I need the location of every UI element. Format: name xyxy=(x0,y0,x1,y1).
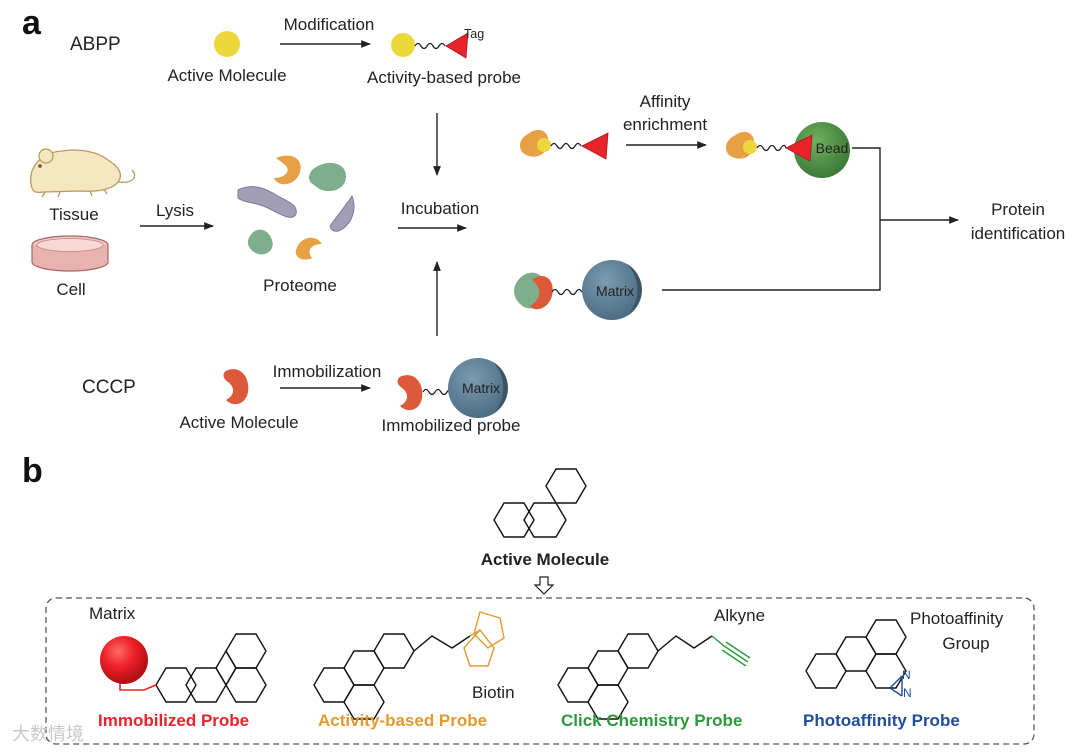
probe-bound-protein xyxy=(520,129,609,160)
diazirine-n-top: N xyxy=(902,668,911,682)
immobilization-label: Immobilization xyxy=(272,362,382,381)
proteome-label: Proteome xyxy=(263,276,337,295)
matrix-connector-line xyxy=(662,220,881,291)
immobilized-probe-graphic xyxy=(397,358,508,418)
cell-label: Cell xyxy=(56,280,86,299)
mouse-icon xyxy=(30,148,136,198)
active-molecule-title: Active Molecule xyxy=(480,550,610,569)
protein-identification-line2: identification xyxy=(970,224,1066,243)
activity-based-probe-title: Activity-based Probe xyxy=(318,711,488,730)
tag-label: Tag xyxy=(464,27,485,41)
bead-sphere xyxy=(794,122,850,178)
matrix-sphere xyxy=(582,260,642,320)
tissue-label: Tissue xyxy=(49,205,99,224)
proteome-graphic xyxy=(237,155,355,260)
immobilized-probe-structure xyxy=(100,633,267,703)
click-chemistry-probe-structure xyxy=(557,633,751,720)
diazirine-n-bottom: N xyxy=(903,686,912,700)
watermark: 大数情境 xyxy=(12,720,84,746)
affinity-label-line1: Affinity xyxy=(639,92,691,111)
activity-based-probe-structure xyxy=(313,611,505,720)
down-outline-arrow xyxy=(533,576,555,595)
matrix-bound-protein xyxy=(514,260,642,320)
tag-triangle xyxy=(445,32,469,59)
alkyne-label: Alkyne xyxy=(714,606,766,625)
probe-types-dashed-box xyxy=(45,597,1035,745)
immobilized-probe-label: Immobilized probe xyxy=(381,416,521,435)
immobilized-probe-title: Immobilized Probe xyxy=(98,711,250,730)
abpp-label: ABPP xyxy=(70,34,121,55)
photoaffinity-group-line1: Photoaffinity xyxy=(910,609,1004,628)
watermark-text: 大数情境 xyxy=(12,724,84,744)
bead-connector-line xyxy=(852,147,881,220)
incubation-label: Incubation xyxy=(400,199,480,218)
matrix-label-cccp: Matrix xyxy=(461,380,501,396)
cccp-label: CCCP xyxy=(82,377,136,398)
cccp-active-molecule-label: Active Molecule xyxy=(179,413,299,432)
protein-identification-line1: Protein xyxy=(991,200,1045,219)
petri-dish-icon xyxy=(31,235,109,272)
matrix-red-ball xyxy=(100,636,148,684)
photoaffinity-probe-structure xyxy=(805,619,907,697)
click-chemistry-probe-title: Click Chemistry Probe xyxy=(561,711,743,730)
photoaffinity-probe-title: Photoaffinity Probe xyxy=(803,711,960,730)
active-molecule-red xyxy=(223,369,249,405)
matrix-label-center: Matrix xyxy=(595,283,635,299)
activity-based-probe-graphic xyxy=(391,32,469,59)
lysis-label: Lysis xyxy=(155,201,195,220)
biotin-label: Biotin xyxy=(472,683,515,702)
active-molecule-structure xyxy=(493,468,587,538)
bead-label: Bead xyxy=(815,140,849,156)
panel-b-label: b xyxy=(22,452,43,490)
modification-label: Modification xyxy=(283,15,375,34)
matrix-b-label: Matrix xyxy=(89,604,136,623)
photoaffinity-group-line2: Group xyxy=(942,634,990,653)
active-molecule-yellow xyxy=(214,31,240,57)
activity-based-probe-label: Activity-based probe xyxy=(366,68,522,87)
bead-enriched-complex xyxy=(726,122,850,178)
panel-a-label: a xyxy=(22,4,41,42)
affinity-label-line2: enrichment xyxy=(622,115,708,134)
active-molecule-label: Active Molecule xyxy=(167,66,287,85)
